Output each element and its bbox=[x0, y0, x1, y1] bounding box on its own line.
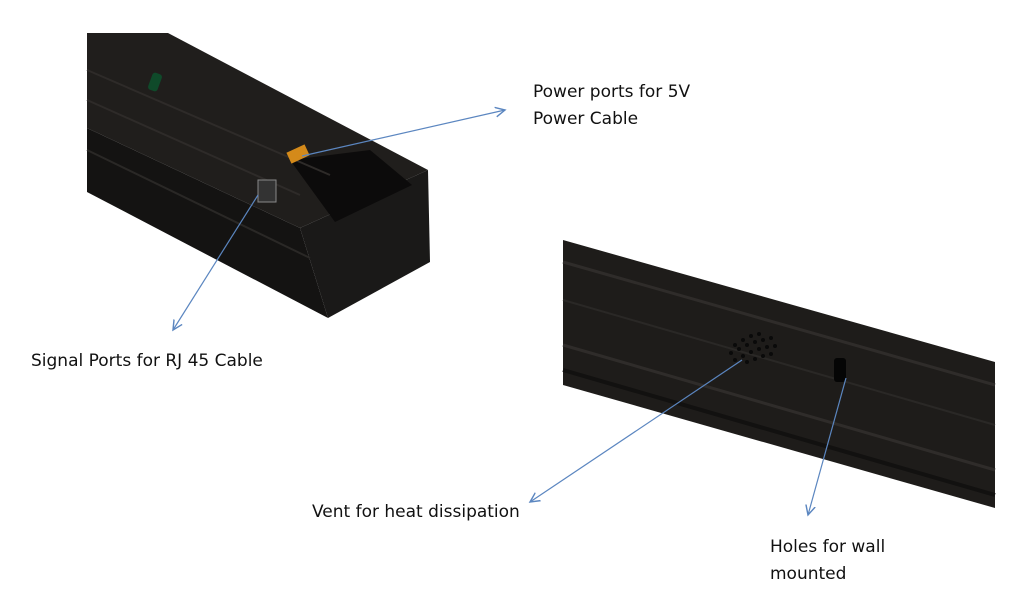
holes-label-line2: mounted bbox=[770, 564, 847, 584]
holes-label: Holes for wall mounted bbox=[770, 534, 885, 588]
holes-label-line1: Holes for wall bbox=[770, 537, 886, 557]
signal-ports-label: Signal Ports for RJ 45 Cable bbox=[31, 351, 263, 371]
device-right-view bbox=[562, 240, 996, 508]
vent-holes bbox=[729, 332, 777, 364]
device-left-view bbox=[86, 33, 430, 318]
signal-arrow bbox=[173, 194, 259, 330]
annotation-arrows bbox=[173, 110, 847, 515]
vent-arrow bbox=[530, 359, 743, 502]
power-port bbox=[286, 144, 310, 164]
power-label-line1: Power ports for 5V bbox=[533, 82, 691, 102]
rj45-port bbox=[257, 179, 277, 203]
holes-arrow bbox=[808, 377, 847, 515]
mount-hole bbox=[148, 72, 162, 92]
power-label-line2: Power Cable bbox=[533, 109, 639, 129]
power-ports-label: Power ports for 5V Power Cable bbox=[533, 79, 690, 133]
power-arrow bbox=[301, 110, 505, 157]
vent-label: Vent for heat dissipation bbox=[312, 502, 520, 522]
wall-mount-hole bbox=[834, 358, 846, 382]
